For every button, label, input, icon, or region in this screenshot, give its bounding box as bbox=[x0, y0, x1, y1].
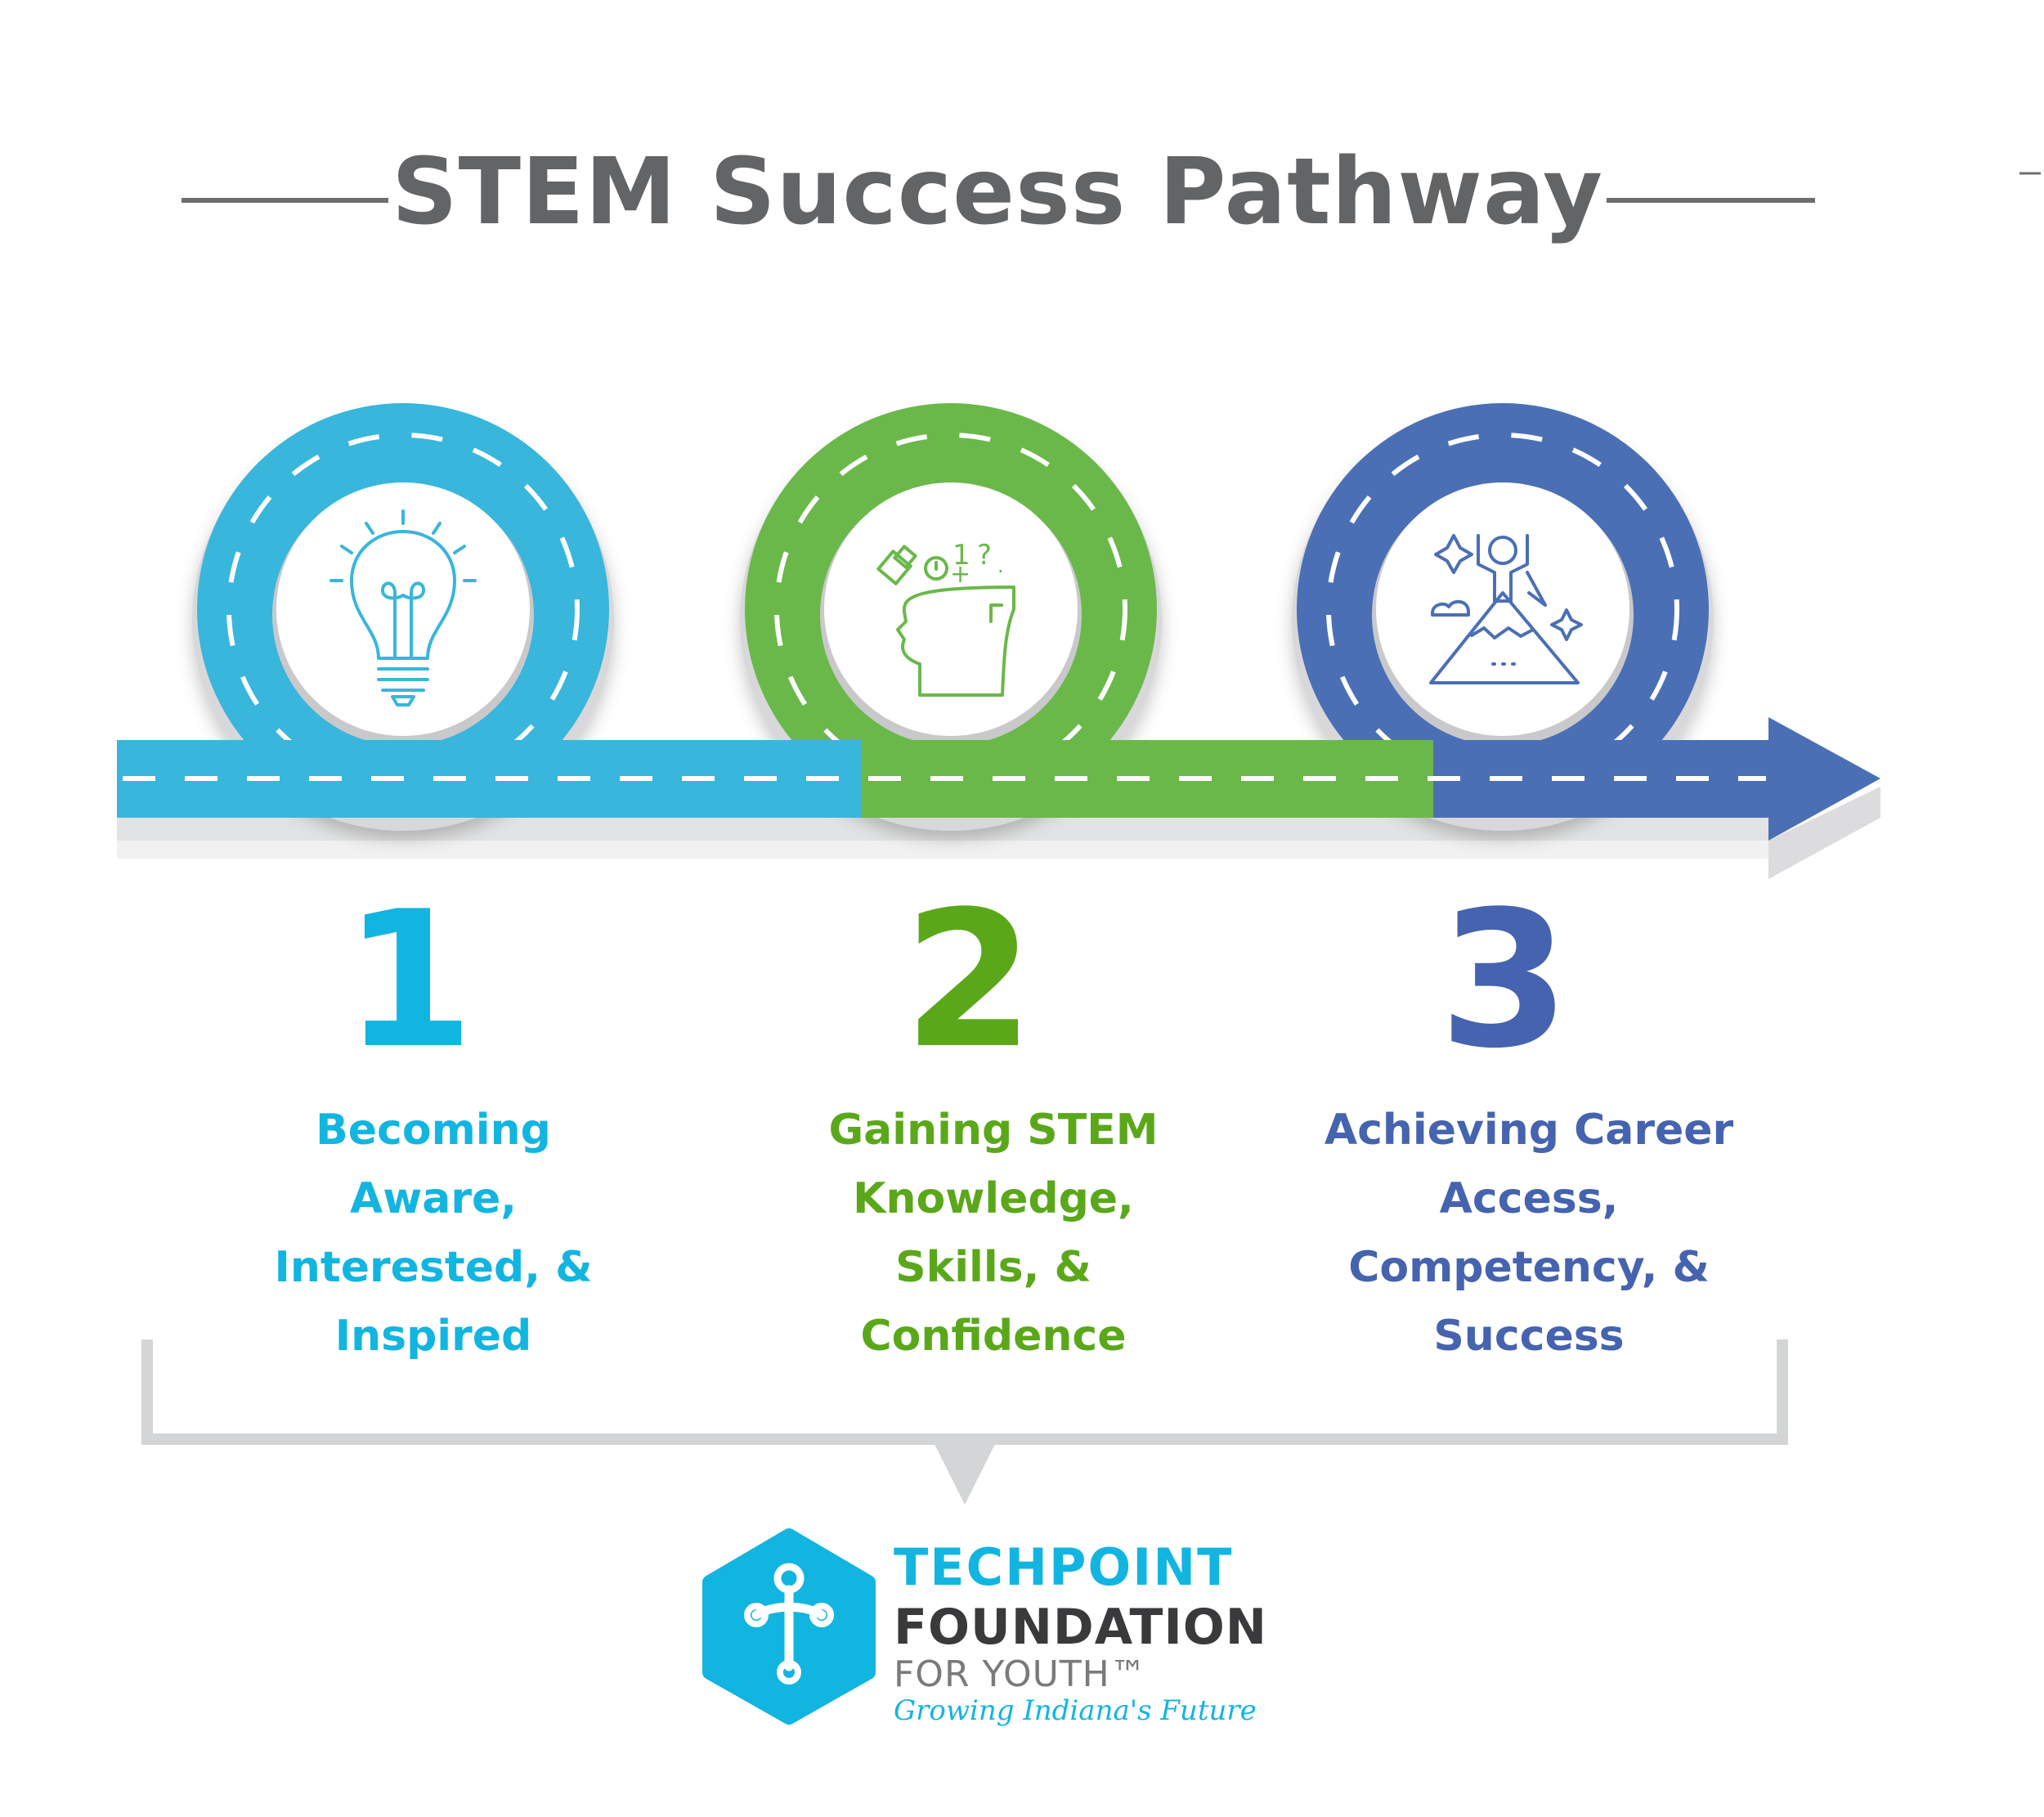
road-loop-2 bbox=[740, 403, 1162, 831]
bracket-pointer bbox=[932, 1439, 997, 1505]
logo-line-techpoint: TECHPOINT bbox=[894, 1537, 1234, 1597]
road-segment-3 bbox=[1433, 740, 1768, 818]
step-1-text: Becoming Aware, Interested, & Inspired bbox=[274, 1106, 593, 1361]
svg-text:.: . bbox=[997, 554, 1004, 577]
techpoint-logo-mark bbox=[702, 1528, 876, 1725]
step-1-number: 1 bbox=[343, 872, 475, 1090]
mountain-summit-icon bbox=[1429, 534, 1583, 684]
step-3-text: Achieving Career Access, Competency, & S… bbox=[1324, 1106, 1734, 1361]
svg-text:1: 1 bbox=[953, 539, 970, 572]
head-thinking-icon: 1 + ? . bbox=[876, 539, 1015, 697]
svg-text:?: ? bbox=[977, 539, 992, 572]
page-title: STEM Success Pathway bbox=[391, 139, 1603, 245]
step-2-text: Gaining STEM Knowledge, Skills, & Confid… bbox=[828, 1106, 1159, 1361]
svg-text:+: + bbox=[950, 560, 970, 589]
arrow-curb bbox=[1768, 787, 1880, 879]
logo-tagline: Growing Indiana's Future bbox=[894, 1694, 1257, 1727]
road-arrowhead bbox=[1768, 717, 1880, 841]
step-2-number: 2 bbox=[903, 872, 1035, 1090]
step-3-number: 3 bbox=[1438, 872, 1571, 1090]
logo-line-for-youth: FOR YOUTH™ bbox=[894, 1653, 1147, 1695]
lightbulb-icon bbox=[329, 509, 477, 707]
road-segment-1 bbox=[117, 740, 861, 818]
road-curb-shadow bbox=[117, 841, 1768, 859]
logo-line-foundation: FOUNDATION bbox=[894, 1599, 1267, 1656]
